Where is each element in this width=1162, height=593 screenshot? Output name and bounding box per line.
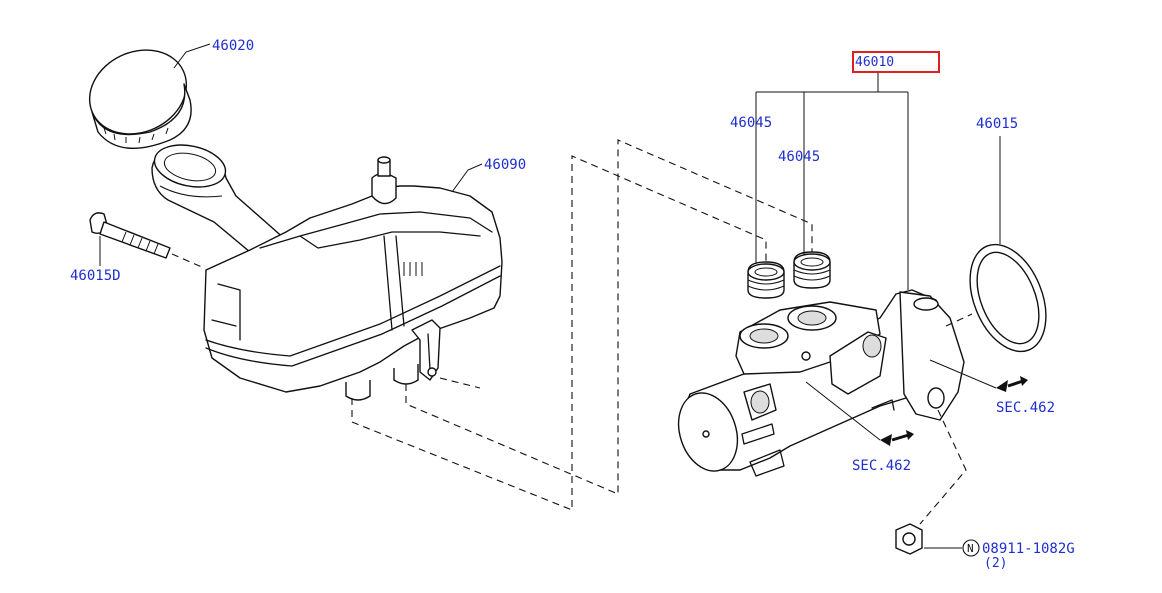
grommet-right[interactable] bbox=[793, 251, 831, 289]
retaining-pin[interactable] bbox=[89, 212, 205, 269]
callout-cap: 46020 bbox=[212, 38, 254, 54]
highlight-box bbox=[852, 51, 940, 73]
callout-grommet-2: 46045 bbox=[778, 149, 820, 165]
grommet-left[interactable] bbox=[747, 261, 785, 299]
callout-o-ring: 46015 bbox=[976, 116, 1018, 132]
flange-nut[interactable] bbox=[895, 523, 923, 555]
callout-grommet-1: 46045 bbox=[730, 115, 772, 131]
callout-section-bottom: SEC.462 bbox=[852, 458, 911, 474]
n-circle-icon bbox=[962, 539, 980, 557]
master-cylinder[interactable] bbox=[669, 289, 965, 479]
o-ring[interactable] bbox=[955, 233, 1060, 362]
section-arrow-right bbox=[929, 359, 1028, 392]
reservoir-cap[interactable] bbox=[76, 35, 200, 150]
leader-lines bbox=[99, 43, 1001, 549]
callout-pin: 46015D bbox=[70, 268, 121, 284]
nut-callout: N 08911-1082G (2) bbox=[962, 539, 1075, 571]
callout-master-cylinder: 46010 bbox=[855, 55, 894, 70]
section-arrow-bottom bbox=[805, 381, 914, 446]
callout-nut-prefix: N bbox=[967, 542, 974, 555]
callout-section-right: SEC.462 bbox=[996, 400, 1055, 416]
callout-reservoir: 46090 bbox=[484, 157, 526, 173]
reservoir-tank[interactable] bbox=[151, 139, 503, 401]
callout-nut-qty: (2) bbox=[984, 556, 1007, 571]
assembly-lines bbox=[351, 139, 973, 525]
callout-nut-code: 08911-1082G bbox=[982, 541, 1075, 557]
